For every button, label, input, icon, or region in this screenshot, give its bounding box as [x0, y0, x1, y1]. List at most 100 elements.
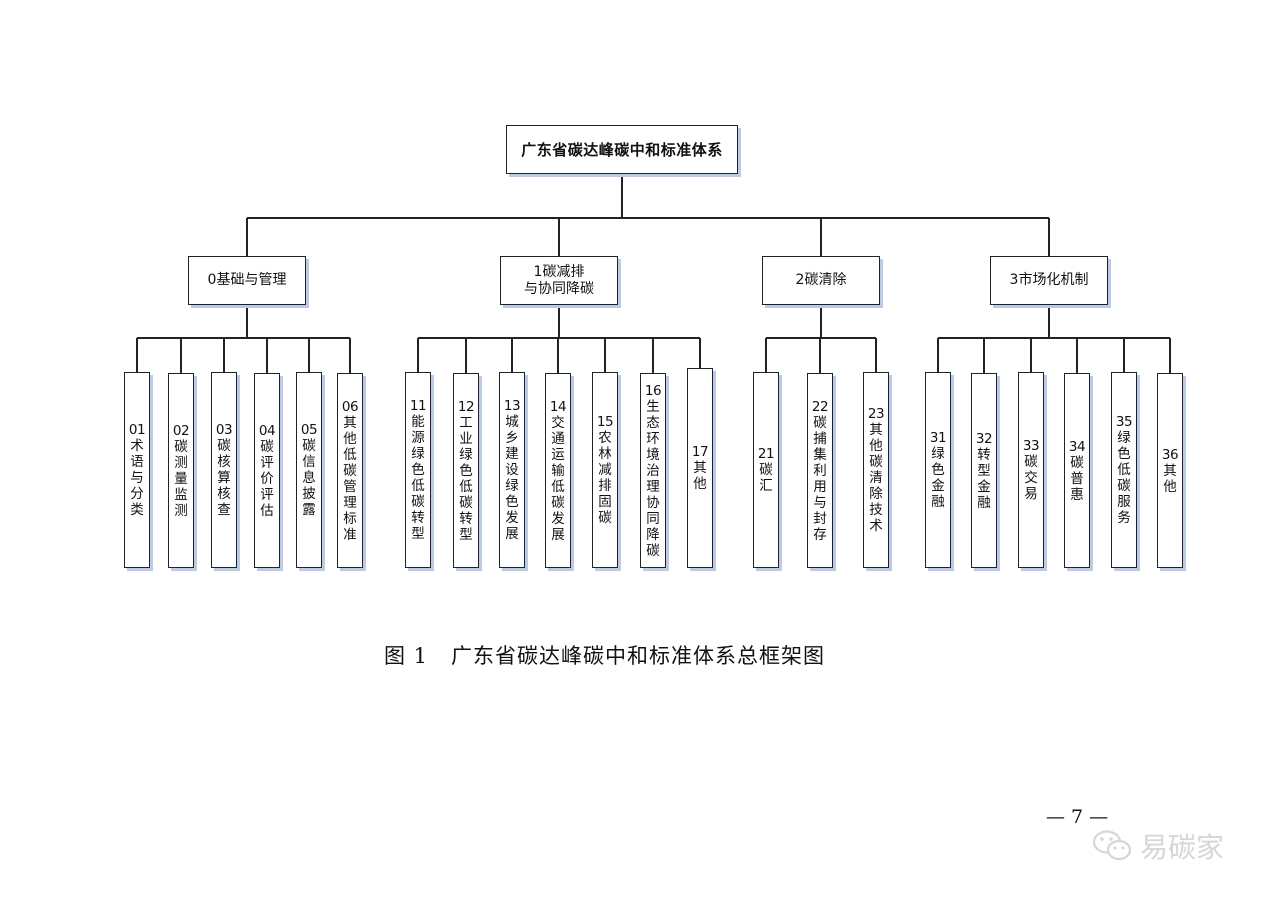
leaf-char: 他 [1163, 478, 1177, 495]
leaf-char: 态 [646, 414, 660, 431]
leaf-char: 业 [459, 430, 473, 447]
leaf-char: 惠 [1070, 486, 1084, 503]
leaf-char: 术 [869, 518, 883, 534]
leaf-char: 低 [411, 478, 425, 494]
leaf-char: 发 [551, 510, 565, 527]
leaf-char: 环 [646, 430, 660, 447]
leaf-char: 碳 [1070, 454, 1084, 471]
leaf-code: 33 [1022, 438, 1040, 454]
leaf-char: 评 [260, 486, 274, 503]
leaf-char: 碳 [302, 438, 316, 454]
leaf-code: 16 [644, 382, 662, 399]
leaf-char: 碳 [646, 542, 660, 559]
leaf-char: 与 [813, 494, 827, 511]
leaf-char: 生 [646, 398, 660, 415]
leaf-char: 其 [869, 422, 883, 438]
leaf-char: 排 [598, 478, 612, 494]
leaf-code: 12 [457, 398, 475, 415]
leaf-char: 术 [130, 438, 144, 454]
leaf-char: 语 [130, 454, 144, 470]
leaf-char: 露 [302, 502, 316, 518]
leaf-code: 17 [691, 444, 709, 460]
leaf-code: 23 [867, 406, 885, 422]
leaf-char: 清 [869, 470, 883, 486]
leaf-char: 集 [813, 446, 827, 463]
leaf-code: 13 [503, 398, 521, 414]
leaf-char: 碳 [217, 438, 231, 454]
leaf-char: 碳 [260, 438, 274, 455]
leaf-char: 监 [174, 486, 188, 503]
leaf-char: 碳 [343, 462, 357, 479]
leaf-char: 境 [646, 446, 660, 463]
watermark: 易碳家 [1092, 826, 1224, 866]
figure-caption: 图 1 广东省碳达峰碳中和标准体系总框架图 [384, 644, 826, 668]
category-1: 1碳减排 与协同降碳 [500, 256, 618, 305]
leaf-char: 降 [646, 526, 660, 543]
leaf-char: 交 [1024, 470, 1038, 486]
leaf-char: 理 [343, 494, 357, 511]
leaf-char: 管 [343, 478, 357, 495]
leaf-char: 色 [505, 494, 519, 510]
leaf-code: 06 [341, 398, 359, 415]
leaf-char: 普 [1070, 470, 1084, 487]
leaf-char: 估 [260, 502, 274, 519]
leaf-char: 标 [343, 510, 357, 527]
leaf-code: 02 [172, 422, 190, 439]
leaf-char: 分 [130, 486, 144, 502]
leaf-char: 汇 [759, 478, 773, 494]
leaf-char: 他 [693, 476, 707, 492]
leaf-char: 能 [411, 414, 425, 430]
leaf-char: 色 [411, 462, 425, 478]
leaf-char: 低 [459, 478, 473, 495]
leaf-char: 碳 [459, 494, 473, 511]
leaf-char: 价 [260, 470, 274, 487]
leaf-char: 绿 [459, 446, 473, 463]
leaf-char: 存 [813, 526, 827, 543]
leaf-code: 11 [409, 398, 427, 414]
page-number: — 7 — [1046, 806, 1109, 828]
category-3: 3市场化机制 [990, 256, 1108, 305]
leaf-char: 发 [505, 510, 519, 526]
leaf-char: 理 [646, 478, 660, 495]
leaf-char: 碳 [551, 494, 565, 511]
leaf-char: 工 [459, 414, 473, 431]
leaf-code: 32 [975, 430, 993, 447]
leaf-char: 转 [459, 510, 473, 527]
leaf-char: 型 [411, 526, 425, 542]
leaf-code: 15 [596, 414, 614, 430]
leaf-char: 易 [1024, 486, 1038, 502]
leaf-char: 融 [931, 494, 945, 510]
leaf-char: 金 [977, 478, 991, 495]
leaf-char: 展 [551, 526, 565, 543]
leaf-char: 核 [217, 454, 231, 470]
leaf-char: 碳 [869, 454, 883, 470]
leaf-char: 碳 [411, 494, 425, 510]
leaf-char: 类 [130, 502, 144, 518]
leaf-char: 绿 [411, 446, 425, 462]
wechat-icon [1092, 830, 1132, 861]
leaf-char: 测 [174, 502, 188, 519]
leaf-char: 建 [505, 446, 519, 462]
leaf-char: 信 [302, 454, 316, 470]
leaf-char: 色 [1117, 446, 1131, 462]
leaf-char: 绿 [505, 478, 519, 494]
leaf-char: 查 [217, 502, 231, 518]
leaf-char: 低 [551, 478, 565, 495]
leaf-char: 与 [130, 470, 144, 486]
leaf-code: 34 [1068, 438, 1086, 455]
